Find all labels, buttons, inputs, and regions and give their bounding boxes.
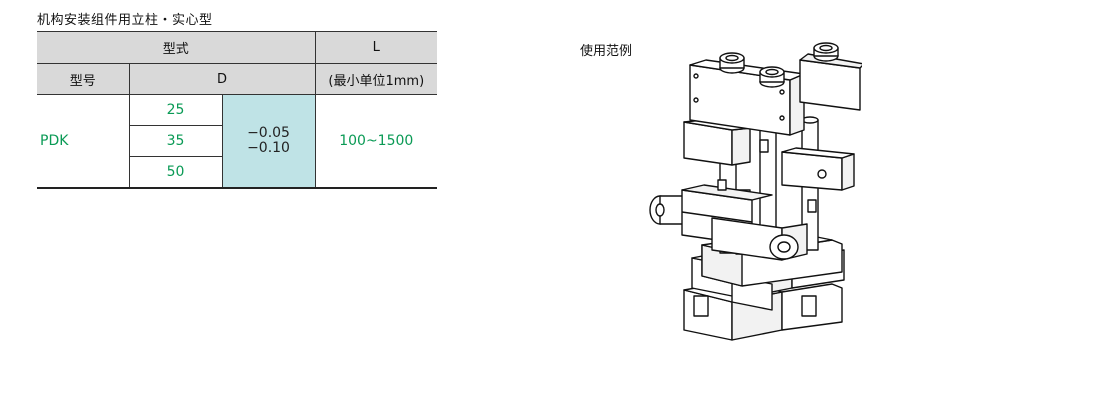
header-D: D [128,63,316,95]
tolerance-cell: −0.05 −0.10 [221,94,316,189]
spec-table: 型式 L 型号 D (最小单位1mm) PDK 25 −0.05 −0.10 1… [37,31,438,189]
page-title: 机构安装组件用立柱・实心型 [37,13,213,28]
model-cell: PDK [37,94,130,189]
header-model: 型号 [37,63,130,95]
header-type: 型式 [37,31,316,64]
header-L: L [314,31,438,64]
pins [717,139,817,213]
diameter-cell: 50 [128,156,223,189]
top-blocks [689,42,862,136]
middle-clamps [683,119,855,191]
left-actuator [649,184,808,261]
header-L-unit: (最小单位1mm) [314,63,438,95]
diameter-cell: 35 [128,125,223,157]
diameter-cell: 25 [128,94,223,126]
tolerance-upper: −0.05 [247,125,290,141]
tolerance-lower: −0.10 [247,140,290,156]
usage-example-label: 使用范例 [580,44,633,59]
usage-example-illustration [649,42,862,341]
length-range-cell: 100~1500 [314,94,438,189]
